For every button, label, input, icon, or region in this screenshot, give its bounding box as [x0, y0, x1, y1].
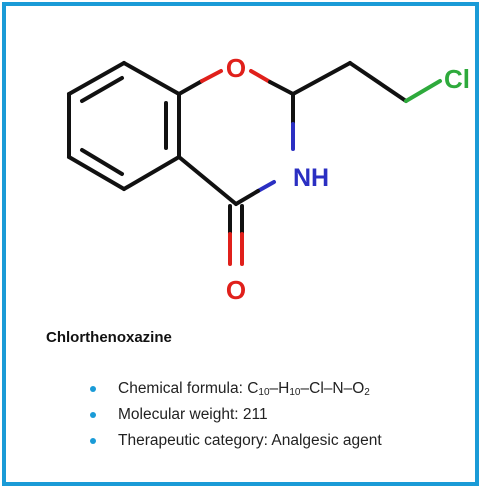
- bullet-icon: [90, 438, 96, 444]
- bond-n-c4: [234, 189, 260, 206]
- bond-ch2-cl-green: [404, 79, 442, 103]
- bond-c4-c4a: [177, 155, 238, 206]
- list-item-category: Therapeutic category: Analgesic agent: [90, 428, 382, 454]
- formula-rest: –Cl–N–O: [300, 380, 365, 397]
- atom-oxygen-ring: O: [226, 53, 246, 83]
- molecular-weight: Molecular weight: 211: [118, 406, 268, 423]
- atom-chlorine: Cl: [444, 64, 470, 94]
- bullet-icon: [90, 412, 96, 418]
- bond-ch2-ch2: [348, 61, 408, 103]
- bond-benzene-2: [67, 61, 126, 96]
- formula-sep: –: [269, 380, 279, 397]
- formula-o-count: 2: [364, 387, 370, 398]
- bond-o-c2-red: [249, 69, 272, 84]
- bond-benzene-inner-2: [80, 148, 124, 176]
- bond-benzene-4: [67, 155, 126, 191]
- list-item-formula: Chemical formula: C10–H10–Cl–N–O2: [90, 376, 382, 402]
- property-list: Chemical formula: C10–H10–Cl–N–O2 Molecu…: [90, 376, 382, 454]
- bond-o-c2: [268, 80, 295, 96]
- formula-label: Chemical formula:: [118, 380, 248, 397]
- formula-h-count: 10: [289, 387, 301, 398]
- formula-c-count: 10: [258, 387, 270, 398]
- bond-c8a-o-red: [200, 69, 223, 83]
- bullet-icon: [90, 386, 96, 392]
- bond-n-c4-blue: [256, 180, 276, 193]
- bond-benzene-1: [122, 61, 181, 96]
- atom-nitrogen: NH: [293, 164, 329, 192]
- bond-benzene-inner-1: [80, 76, 124, 103]
- formula-h: H: [278, 380, 290, 397]
- bond-benzene-5: [122, 155, 181, 191]
- compound-name: Chlorthenoxazine: [46, 329, 172, 346]
- molecule-structure: O NH O Cl: [67, 53, 470, 305]
- atom-oxygen-carbonyl: O: [226, 275, 246, 305]
- therapeutic-category: Therapeutic category: Analgesic agent: [118, 432, 382, 449]
- formula-c: C: [247, 380, 259, 397]
- list-item-weight: Molecular weight: 211: [90, 402, 382, 428]
- bond-c8a-o: [177, 79, 204, 96]
- bond-c2-ch2: [291, 61, 352, 96]
